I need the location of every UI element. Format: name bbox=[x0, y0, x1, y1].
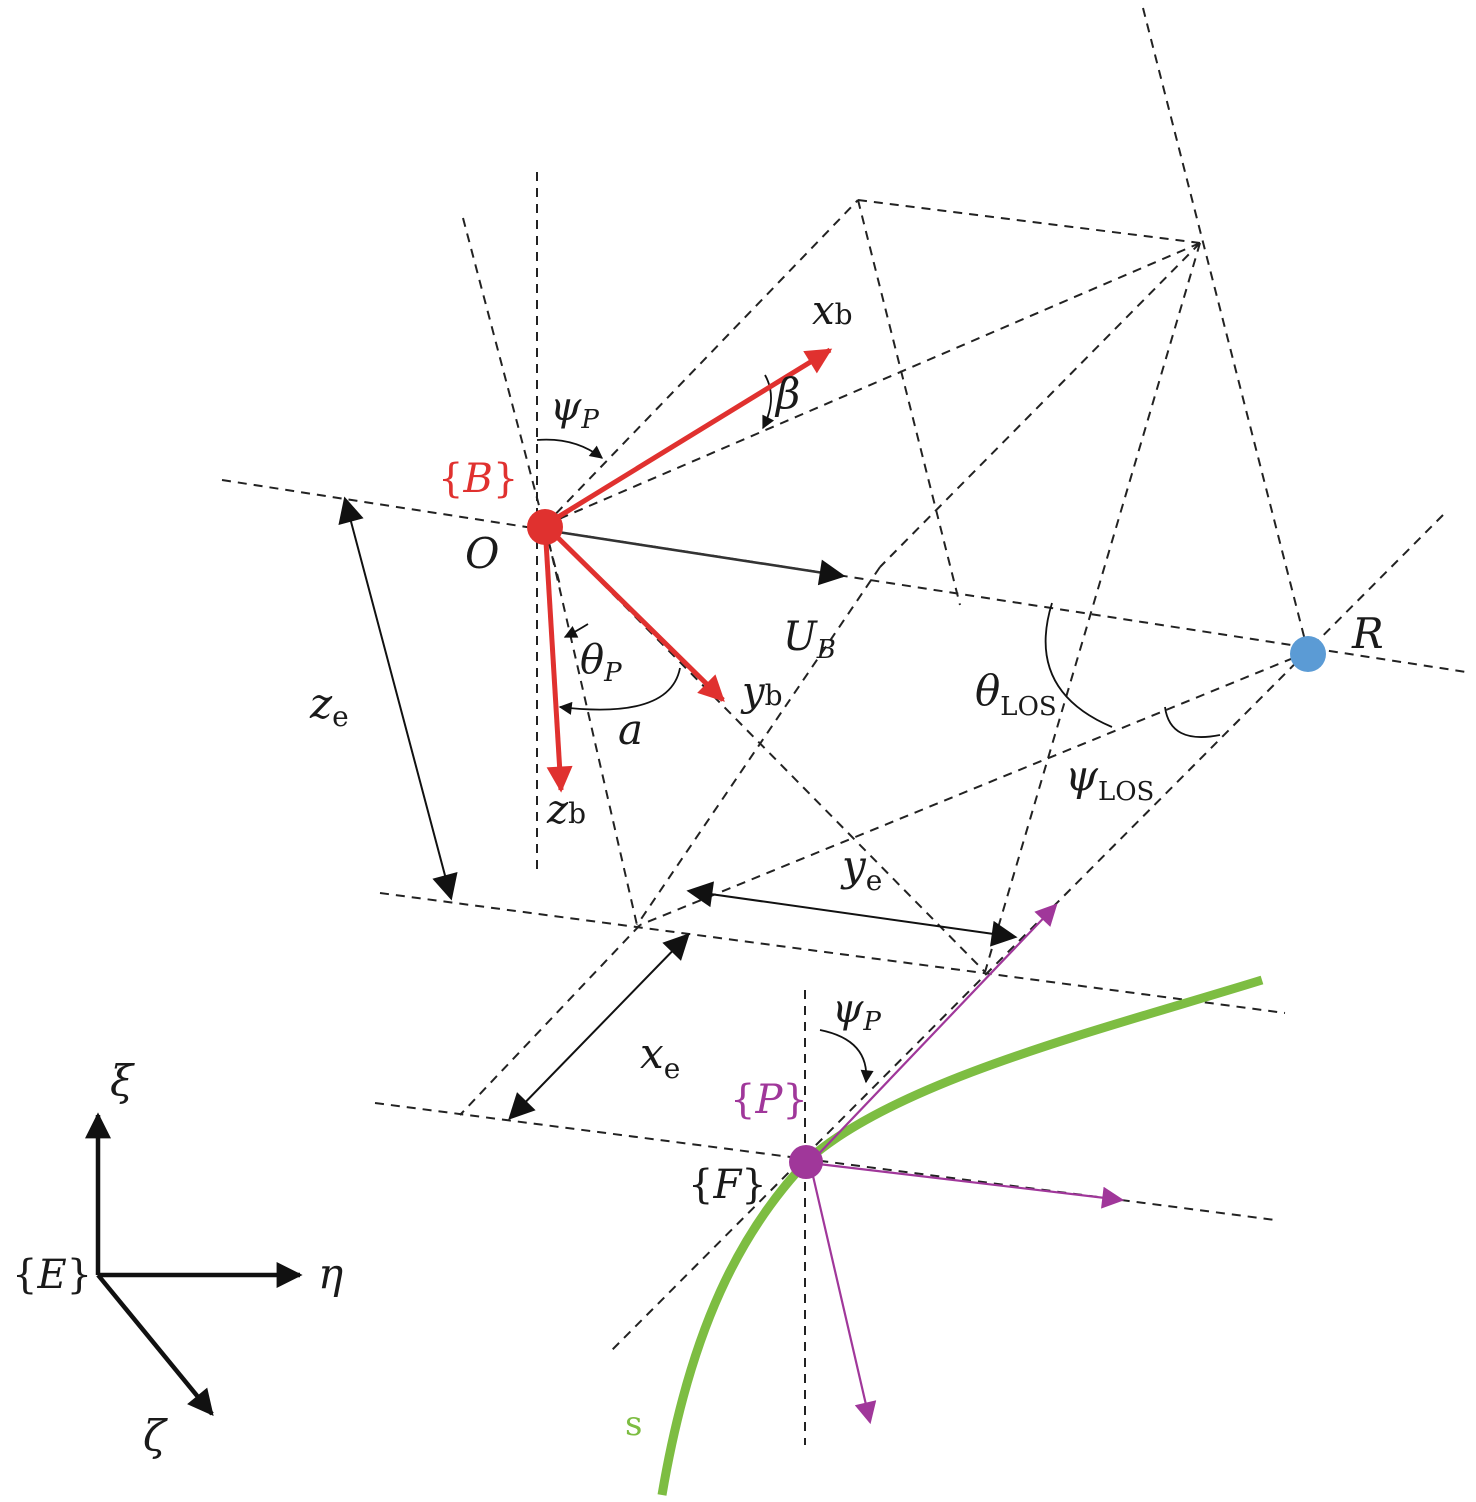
psiP-bottom-arc bbox=[819, 1029, 874, 1084]
line-O-to-far-corner bbox=[544, 242, 1201, 526]
box-left-edge bbox=[857, 199, 961, 606]
xe-distance-arrow bbox=[508, 933, 690, 1120]
xe-label: xe bbox=[640, 1029, 680, 1085]
los-extension bbox=[459, 924, 641, 1116]
target-point-R bbox=[1290, 636, 1326, 672]
horizontal-line-ze bbox=[379, 892, 1286, 1014]
zeta-label: ζ bbox=[143, 1411, 168, 1460]
yb-axis-arrow bbox=[543, 523, 725, 702]
psiLOS-label: ψLOS bbox=[1065, 751, 1154, 807]
path-point-P bbox=[789, 1145, 823, 1179]
UB-label: UB bbox=[783, 614, 836, 665]
psiP-bottom-label: ψP bbox=[832, 986, 881, 1037]
ye-distance-arrow bbox=[686, 881, 1018, 947]
psiP-top-arc bbox=[536, 438, 604, 459]
far-vertical bbox=[1142, 7, 1309, 653]
xb-label: xb bbox=[812, 288, 853, 334]
zb-axis-arrow bbox=[542, 524, 573, 793]
path-curve-s bbox=[657, 975, 1264, 1496]
zeta-axis-arrow bbox=[96, 1273, 214, 1417]
los-line bbox=[639, 651, 1309, 926]
box-top-edge bbox=[857, 199, 1201, 244]
box-diagonal-3 bbox=[984, 242, 1201, 973]
path-s-label: s bbox=[625, 1404, 642, 1444]
serret-frenet-frame-label: {F} bbox=[688, 1162, 767, 1208]
box-diagonal-1 bbox=[879, 242, 1201, 568]
path-tangent-vector bbox=[809, 903, 1058, 1164]
thetaLOS-arc bbox=[1044, 602, 1113, 728]
body-origin-point bbox=[527, 509, 563, 545]
path-frame-label: {P} bbox=[730, 1077, 808, 1123]
alpha-arc bbox=[558, 667, 681, 715]
alpha-label: a bbox=[618, 705, 643, 754]
velocity-vector-UB bbox=[544, 528, 846, 586]
construction-lines bbox=[221, 7, 1467, 1445]
beta-label: β bbox=[774, 369, 800, 418]
earth-frame-label: {E} bbox=[12, 1252, 92, 1298]
xb-axis-arrow bbox=[543, 347, 833, 528]
xi-label: ξ bbox=[110, 1056, 135, 1105]
horizontal-line-O bbox=[221, 479, 1467, 673]
labels: {B} O xb β ψP UB θP yb a zb ze ye xe R θ… bbox=[12, 288, 1384, 1460]
earth-frame-axes bbox=[85, 1112, 303, 1417]
psiP-top-label: ψP bbox=[550, 384, 599, 435]
ze-distance-arrow bbox=[338, 496, 458, 901]
horizontal-line-F bbox=[374, 1102, 1276, 1221]
beta-arc bbox=[762, 374, 775, 430]
path-normal-vector bbox=[808, 1162, 877, 1425]
ze-label: ze bbox=[309, 679, 349, 733]
thetaLOS-label: θLOS bbox=[975, 666, 1057, 722]
target-label: R bbox=[1351, 609, 1384, 658]
zb-label: zb bbox=[546, 787, 586, 833]
origin-label: O bbox=[465, 529, 499, 578]
box-diagonal-2 bbox=[636, 566, 881, 926]
body-frame-label: {B} bbox=[438, 456, 518, 502]
thetaP-arc bbox=[563, 623, 589, 638]
angle-arcs bbox=[536, 374, 1221, 1084]
body-frame-vectors bbox=[542, 347, 846, 793]
eta-label: η bbox=[318, 1249, 343, 1298]
thetaP-label: θP bbox=[580, 637, 622, 688]
psiLOS-arc bbox=[1164, 706, 1221, 738]
path-frame-vectors bbox=[808, 903, 1125, 1425]
ye-label: ye bbox=[840, 841, 882, 897]
path-horizontal-vector bbox=[809, 1161, 1125, 1209]
line-O-to-box bbox=[544, 199, 859, 526]
line-O-downward bbox=[544, 524, 638, 926]
distance-arrows bbox=[338, 496, 1018, 1120]
yb-label: yb bbox=[740, 669, 783, 715]
